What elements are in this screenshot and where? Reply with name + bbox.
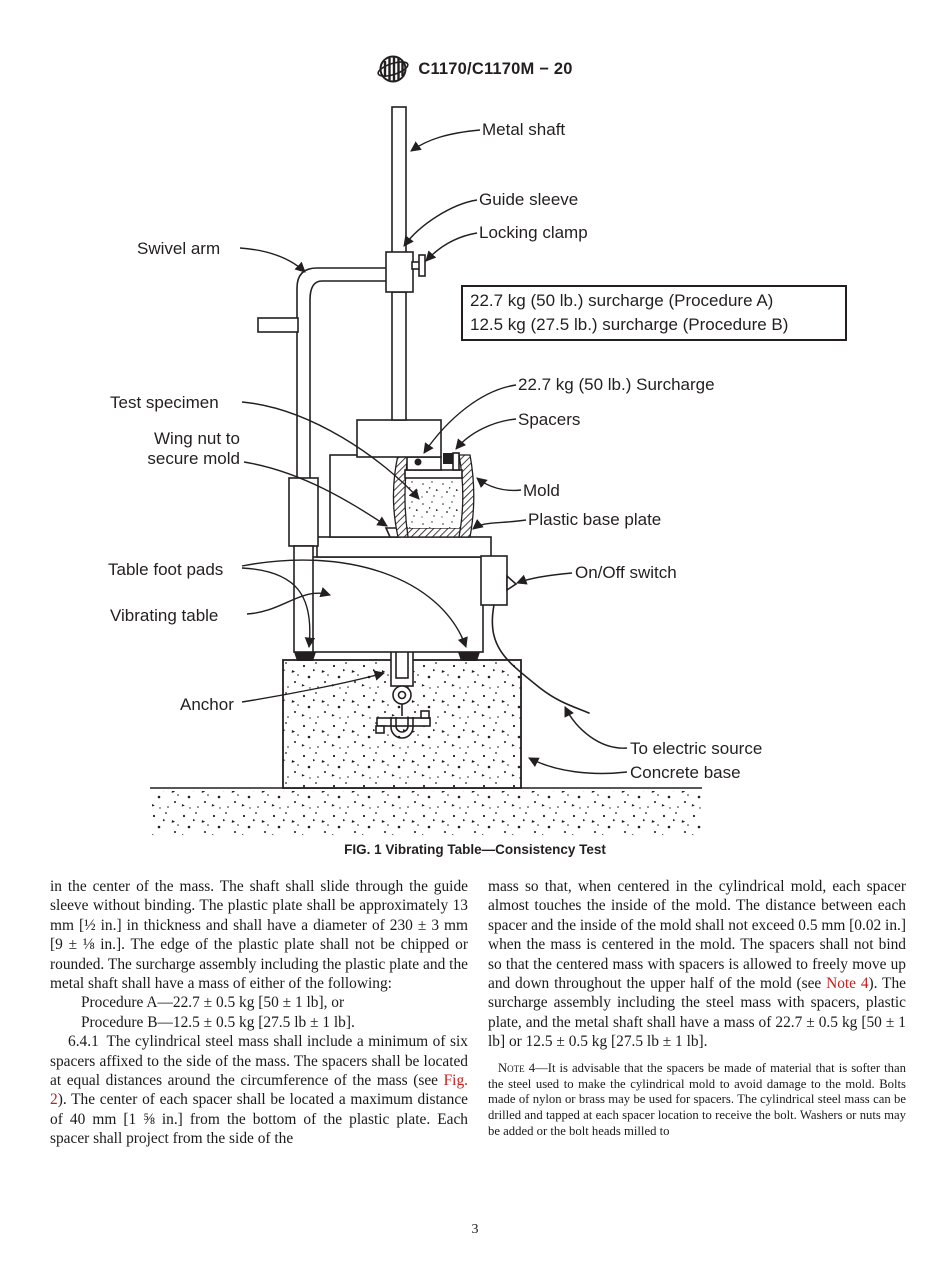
label-concrete-base: Concrete base: [630, 763, 741, 782]
page-number: 3: [471, 1222, 479, 1237]
wing-nut: [384, 527, 406, 538]
paragraph-right-text-a: mass so that, when centered in the cylin…: [488, 878, 907, 993]
locking-clamp-knob: [418, 254, 426, 277]
mold-wall-right: [458, 454, 475, 538]
label-on-off-switch: On/Off switch: [575, 563, 677, 582]
label-surcharge: 22.7 kg (50 lb.) Surcharge: [518, 375, 715, 394]
body-text: in the center of the mass. The shaft sha…: [50, 877, 906, 1149]
astm-logo: [377, 55, 409, 83]
label-spacers: Spacers: [518, 410, 581, 429]
label-guide-sleeve: Guide sleeve: [479, 190, 579, 209]
standard-designation: C1170/C1170M − 20: [418, 59, 573, 78]
label-anchor: Anchor: [180, 695, 234, 714]
paragraph-641-text-b: ). The center of each spacer shall be lo…: [50, 1091, 468, 1148]
paragraph-641-text-a: The cylindrical steel mass shall include…: [50, 1033, 468, 1090]
note-dash: —: [535, 1060, 548, 1075]
paragraph-right-text-b: ). The surcharge assembly including the …: [488, 975, 906, 1051]
left-column: in the center of the mass. The shaft sha…: [50, 877, 468, 1149]
paragraph-right-continuation: mass so that, when centered in the cylin…: [488, 877, 906, 1052]
on-off-switch-box: [480, 555, 508, 606]
plastic-base-plate-part: [406, 527, 470, 538]
concrete-base-block: [282, 659, 522, 789]
mold-wall-left: [392, 454, 409, 538]
label-to-electric-source: To electric source: [630, 739, 763, 758]
label-swivel-arm: Swivel arm: [137, 239, 221, 258]
surcharge-box-line1: 22.7 kg (50 lb.) surcharge (Procedure A): [470, 291, 774, 310]
shaft-assembly: [385, 106, 426, 421]
note-4-paragraph: Note 4—It is advisable that the spacers …: [488, 1061, 906, 1141]
label-wing-nut-line1: Wing nut to: [154, 429, 240, 448]
vibrating-table-body: [294, 536, 590, 714]
note-label: Note 4: [498, 1060, 536, 1075]
guide-sleeve-block: [385, 251, 414, 293]
right-column: mass so that, when centered in the cylin…: [488, 877, 906, 1149]
label-wing-nut-line2: secure mold: [147, 449, 240, 468]
label-vibrating-table: Vibrating table: [110, 606, 219, 625]
procedure-a-line: Procedure A—22.7 ± 0.5 kg [50 ± 1 lb], o…: [81, 994, 345, 1012]
note4-link[interactable]: Note 4: [826, 975, 869, 993]
spacer-block: [443, 453, 453, 464]
fig2-link[interactable]: Fig. 2: [50, 1072, 468, 1109]
section-number: 6.4.1: [68, 1033, 99, 1051]
figure-caption: FIG. 1 Vibrating Table—Consistency Test: [344, 842, 606, 857]
swivel-arm-assembly: [257, 267, 386, 653]
label-table-foot-pads: Table foot pads: [108, 560, 224, 579]
test-specimen-fill: [408, 477, 459, 528]
vibrating-table-diagram: [150, 106, 702, 835]
document-header: C1170/C1170M − 20: [0, 52, 950, 86]
soil-texture: [150, 787, 702, 835]
surcharge-mass: [356, 419, 442, 458]
anchor-assembly: [373, 589, 431, 739]
switch-toggle: [506, 574, 518, 592]
label-plastic-base-plate: Plastic base plate: [528, 510, 662, 529]
label-mold: Mold: [523, 481, 560, 500]
surcharge-note-box: 22.7 kg (50 lb.) surcharge (Procedure A)…: [461, 285, 847, 341]
label-locking-clamp: Locking clamp: [479, 223, 588, 242]
label-test-specimen: Test specimen: [110, 393, 219, 412]
surcharge-box-line2: 12.5 kg (27.5 lb.) surcharge (Procedure …: [470, 315, 789, 334]
label-wing-nut: Wing nut to secure mold: [128, 429, 240, 469]
power-cable: [491, 604, 590, 714]
procedure-b-line: Procedure B—12.5 ± 0.5 kg [27.5 lb ± 1 l…: [81, 1013, 355, 1031]
paragraph-continuation: in the center of the mass. The shaft sha…: [50, 878, 468, 993]
mold-assembly: [329, 419, 475, 538]
paragraph-641: 6.4.1 The cylindrical steel mass shall i…: [50, 1032, 468, 1148]
note-text: It is advisable that the spacers be made…: [488, 1060, 906, 1139]
label-metal-shaft: Metal shaft: [482, 120, 566, 139]
